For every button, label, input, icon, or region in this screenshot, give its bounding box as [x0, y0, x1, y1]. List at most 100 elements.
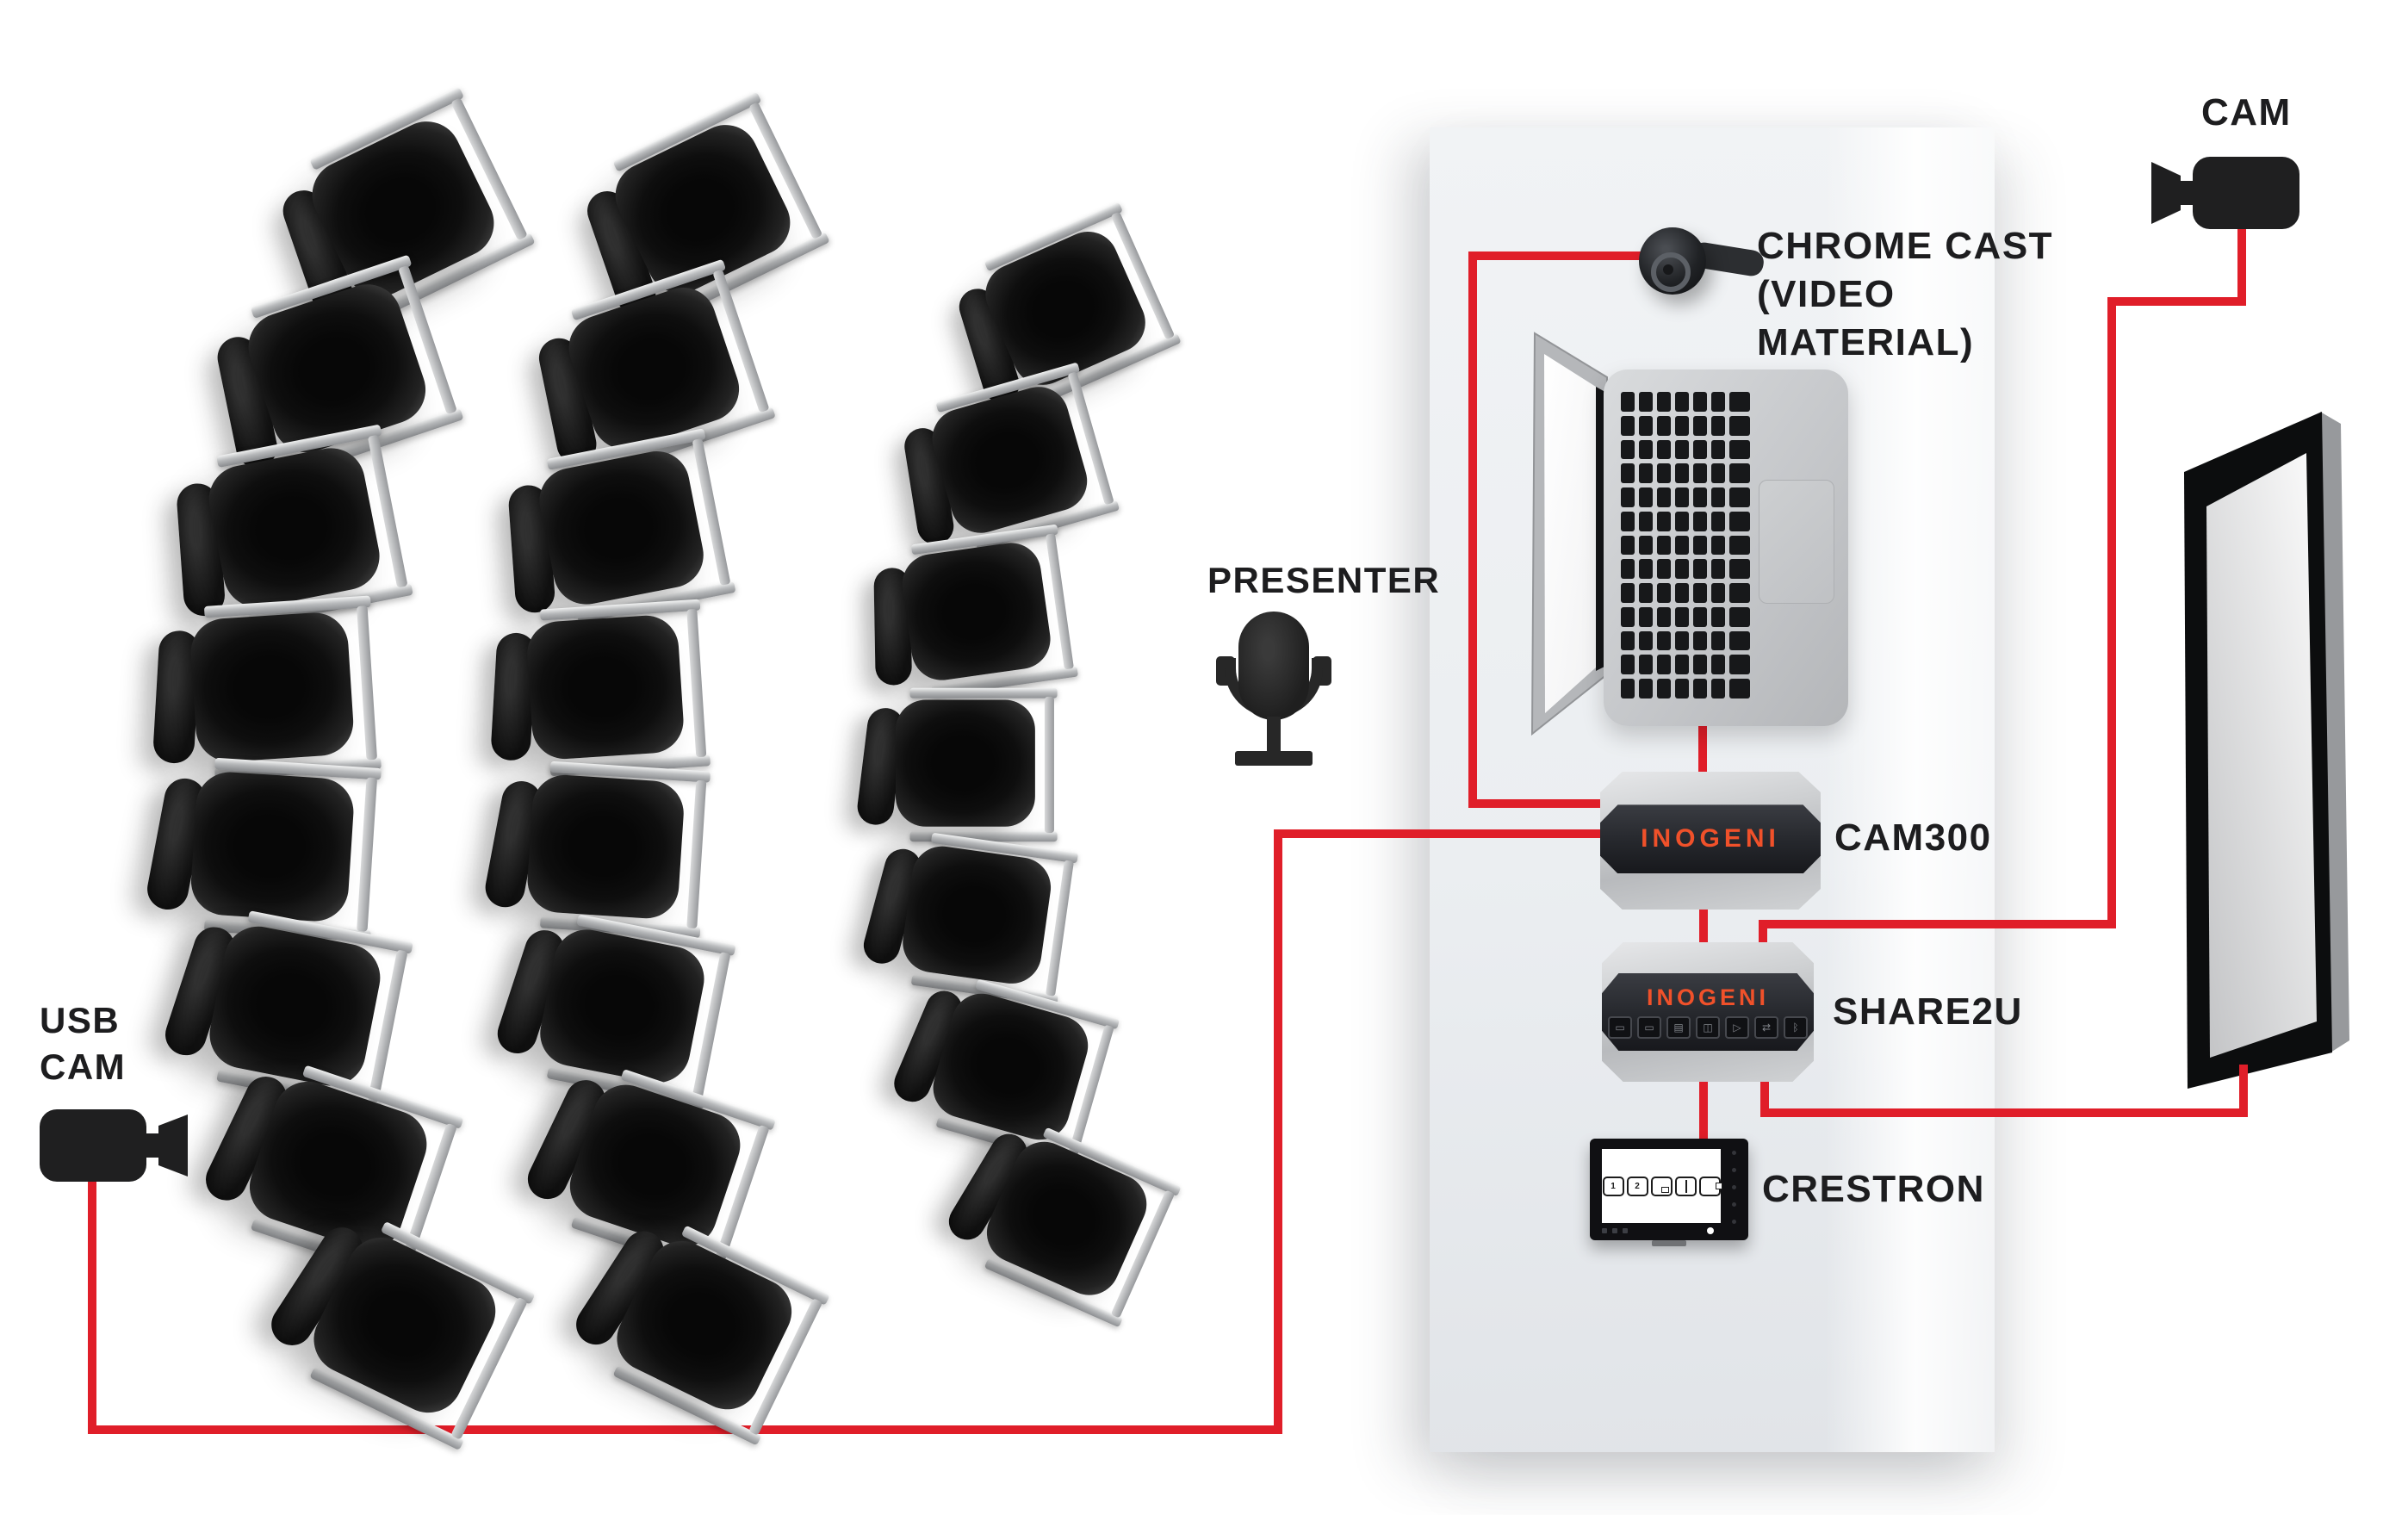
keyboard-key	[1711, 511, 1725, 531]
chair-seat	[534, 445, 710, 611]
connection-cam-to-share2u	[1759, 226, 2246, 949]
usb-camera-icon	[40, 1108, 195, 1183]
crestron-display-pip-icon	[1650, 1176, 1673, 1196]
chair-seat	[203, 920, 386, 1092]
keyboard-key	[1657, 655, 1671, 675]
chair-seat	[189, 770, 357, 923]
keyboard-key	[1675, 559, 1689, 580]
share2u-bluetooth-button-icon: ᛒ	[1784, 1016, 1808, 1040]
chair	[860, 832, 1079, 1006]
keyboard-key	[1675, 511, 1689, 531]
cam300-device: INOGENI	[1600, 772, 1821, 910]
crestron-bar-icon	[1623, 1228, 1628, 1233]
crestron-bar-icon	[1612, 1228, 1617, 1233]
keyboard-key	[1657, 679, 1671, 699]
mic-base	[1235, 751, 1313, 766]
crestron-label: CRESTRON	[1762, 1168, 1985, 1210]
keyboard-key	[1693, 415, 1707, 436]
cam-label: CAM	[2201, 91, 2292, 133]
keyboard-key	[1639, 655, 1653, 675]
keyboard-key	[1621, 392, 1635, 412]
chair	[482, 761, 711, 939]
chair	[855, 687, 1058, 842]
inogeni-logo: INOGENI	[1646, 984, 1769, 1011]
keyboard-key	[1693, 439, 1707, 460]
keyboard-key	[1639, 463, 1653, 484]
keyboard-key	[1675, 535, 1689, 556]
crestron-display-split-icon	[1674, 1176, 1697, 1196]
keyboard-key	[1675, 487, 1689, 507]
keyboard-key	[1711, 392, 1725, 412]
laptop-keyboard	[1621, 392, 1750, 699]
share2u-source-3-button-icon: ▤	[1666, 1016, 1691, 1040]
chair	[493, 914, 736, 1109]
rear-camera-neck	[2181, 181, 2193, 205]
connection-usb-cam-to-cam300	[88, 829, 1604, 1434]
keyboard-key	[1711, 606, 1725, 627]
keyboard-key	[1639, 439, 1653, 460]
mic-capsule	[1238, 612, 1309, 720]
inogeni-logo: INOGENI	[1641, 824, 1780, 854]
chromecast-label-line3: MATERIAL)	[1757, 321, 1975, 363]
keyboard-key	[1675, 463, 1689, 484]
crestron-home-dot	[1707, 1227, 1714, 1234]
keyboard-key	[1657, 487, 1671, 507]
keyboard-key	[1729, 583, 1750, 603]
share2u-label: SHARE2U	[1833, 990, 2023, 1033]
wall-display-screen	[2206, 453, 2317, 1058]
laptop-screen	[1530, 332, 1611, 736]
share2u-button-row: ▭▭▤◫▷⇄ᛒ	[1608, 1016, 1808, 1040]
keyboard-key	[1711, 463, 1725, 484]
keyboard-key	[1657, 415, 1671, 436]
chair	[873, 524, 1079, 698]
share2u-source-4-button-icon: ◫	[1696, 1016, 1720, 1040]
keyboard-key	[1693, 583, 1707, 603]
share2u-band: INOGENI ▭▭▤◫▷⇄ᛒ	[1602, 972, 1814, 1052]
keyboard-key	[1621, 511, 1635, 531]
keyboard-key	[1693, 511, 1707, 531]
keyboard-key	[1657, 439, 1671, 460]
chair-seat	[534, 923, 711, 1089]
keyboard-key	[1639, 679, 1653, 699]
crestron-bar-icon	[1602, 1228, 1607, 1233]
rear-camera-icon	[2151, 155, 2306, 231]
keyboard-key	[1639, 630, 1653, 651]
keyboard-key	[1729, 606, 1750, 627]
keyboard-key	[1711, 583, 1725, 603]
keyboard-key	[1729, 559, 1750, 580]
keyboard-key	[1675, 679, 1689, 699]
keyboard-key	[1675, 583, 1689, 603]
chair-seat	[202, 442, 386, 614]
crestron-side-button	[1732, 1151, 1736, 1155]
keyboard-key	[1621, 535, 1635, 556]
keyboard-key	[1693, 630, 1707, 651]
chromecast-label-line1: CHROME CAST	[1757, 225, 2054, 267]
chromecast-label-line2: (VIDEO	[1757, 273, 1896, 315]
chair-frame-bar	[909, 831, 1058, 842]
crestron-side-button	[1732, 1220, 1736, 1224]
keyboard-key	[1729, 439, 1750, 460]
chair-seat	[525, 613, 686, 761]
usb-camera-neck	[146, 1133, 158, 1158]
crestron-side-button	[1732, 1185, 1736, 1189]
keyboard-key	[1729, 679, 1750, 699]
keyboard-key	[1621, 606, 1635, 627]
keyboard-key	[1693, 606, 1707, 627]
keyboard-key	[1621, 463, 1635, 484]
wall-display	[2184, 412, 2349, 1089]
keyboard-key	[1657, 392, 1671, 412]
chromecast-logo-ring	[1651, 252, 1691, 292]
keyboard-key	[1657, 511, 1671, 531]
keyboard-key	[1729, 655, 1750, 675]
chair-seat	[898, 538, 1055, 685]
keyboard-key	[1621, 559, 1635, 580]
chair-frame-bar	[909, 687, 1058, 699]
keyboard-key	[1729, 415, 1750, 436]
keyboard-key	[1639, 583, 1653, 603]
keyboard-key	[1693, 679, 1707, 699]
connection-share2u-to-display	[1760, 1065, 2248, 1117]
wall-display-side	[2320, 412, 2349, 1052]
keyboard-key	[1693, 463, 1707, 484]
keyboard-key	[1621, 415, 1635, 436]
